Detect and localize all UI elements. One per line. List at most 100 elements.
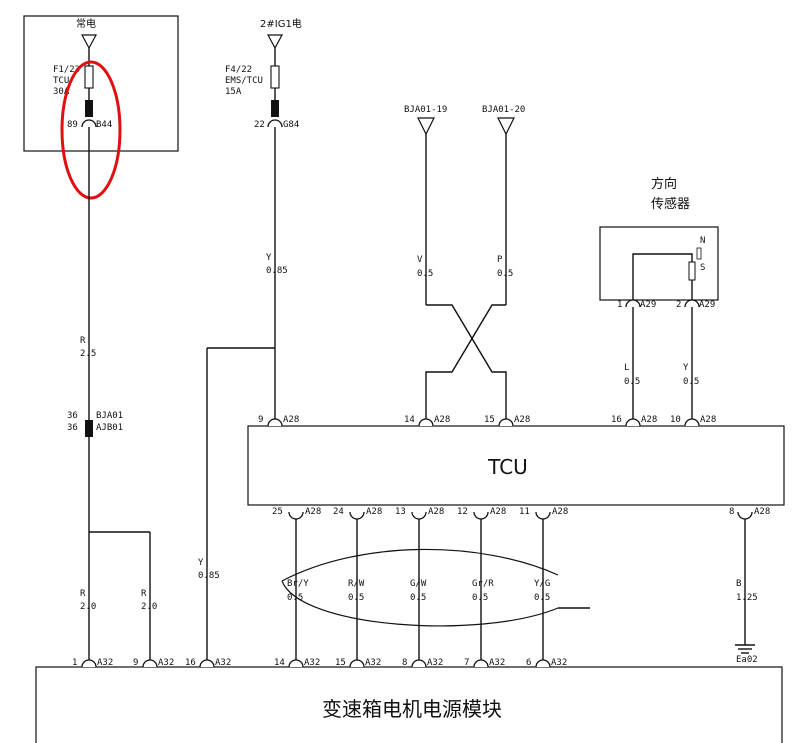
tcu-bottom-pin-num: 12 (457, 507, 468, 517)
module-pin: 15 A32 (335, 658, 381, 668)
tcu-bottom-pin: 24 A28 (333, 507, 382, 520)
module-pin-conn: A32 (304, 658, 320, 668)
sensor-s: S (700, 263, 705, 273)
sensor-title-1: 方向 (651, 176, 677, 192)
module-pin: 9 A32 (133, 658, 174, 668)
twisted-bundle-icon (281, 548, 559, 582)
connector-icon (85, 420, 93, 437)
conn-num-bottom: 36 (67, 423, 78, 433)
bja-left-arrow-icon (417, 117, 435, 136)
wire-gr-r-color: Gr/R (472, 579, 494, 589)
tcu-top-pin-conn: A28 (641, 415, 657, 425)
module-pin-num: 6 (526, 658, 531, 668)
module-pin-num: 15 (335, 658, 346, 668)
module-pin-num: 1 (72, 658, 77, 668)
wire-b-size: 1.25 (736, 593, 758, 603)
tcu-bottom-pin-num: 13 (395, 507, 406, 517)
sensor-box (599, 226, 719, 301)
tcu-label: TCU (487, 455, 528, 479)
wire-b-color: B (736, 579, 741, 589)
wire-br-y-color: Br/Y (287, 579, 309, 589)
fuse2-line3: 15A (225, 87, 242, 97)
tcu-bottom-pin-conn: A28 (366, 507, 382, 517)
pin-g84-icon (267, 119, 283, 128)
wire-r-right-color: R (141, 589, 147, 599)
wire-p-size: 0.5 (497, 269, 513, 279)
module-pin-conn: A32 (427, 658, 443, 668)
module-pin: 8 A32 (402, 658, 443, 668)
wire-v-size: 0.5 (417, 269, 433, 279)
module-pin-num: 9 (133, 658, 138, 668)
wire-ig-y-size: 0.85 (266, 266, 288, 276)
tcu-bottom-pin-conn: A28 (305, 507, 321, 517)
module-pin-conn: A32 (158, 658, 174, 668)
tcu-bottom-pin: 8 A28 (729, 507, 770, 520)
sensor-pin-2-num: 2 (676, 300, 681, 310)
ground-label: Ea02 (736, 655, 758, 665)
fuse2-icon (270, 65, 280, 89)
module-pin-num: 16 (185, 658, 196, 668)
module-pin-conn: A32 (97, 658, 113, 668)
conn-bja01: BJA01 (96, 411, 123, 421)
wire-main-r-size: 2.5 (80, 349, 96, 359)
conn-ajb01: AJB01 (96, 423, 123, 433)
tcu-top-pin: 10 A28 (670, 415, 716, 427)
fuse-icon (84, 65, 94, 89)
wire-r-w-color: R/W (348, 579, 365, 589)
wire-g-w-size: 0.5 (410, 593, 426, 603)
wire-gr-r-size: 0.5 (472, 593, 488, 603)
tcu-top-pin: 9 A28 (258, 415, 299, 427)
tcu-top-pin-num: 16 (611, 415, 622, 425)
tcu-top-pin: 16 A28 (611, 415, 657, 427)
chang-dian-label: 常电 (76, 17, 96, 30)
tcu-top-pin-conn: A28 (283, 415, 299, 425)
wire-y-g-color: Y/G (534, 579, 550, 589)
wire-y-module-size: 0.85 (198, 571, 220, 581)
tcu-bottom-pin-num: 8 (729, 507, 734, 517)
wire-ig-y-color: Y (266, 253, 272, 263)
sensor-pin-2-conn: A29 (699, 300, 715, 310)
tcu-bottom-pin: 13 A28 (395, 507, 444, 520)
wire-g-w-color: G/W (410, 579, 427, 589)
tcu-top-pin-conn: A28 (434, 415, 450, 425)
pin-b44: B44 (96, 120, 112, 130)
wire-y-sensor-size: 0.5 (683, 377, 699, 387)
bja-right-label: BJA01-20 (482, 105, 525, 115)
module-pin-num: 7 (464, 658, 469, 668)
wire-y-g-size: 0.5 (534, 593, 550, 603)
tcu-bottom-pin-conn: A28 (490, 507, 506, 517)
ig1-label: 2#IG1电 (260, 17, 302, 30)
wire-r-left-size: 2.0 (80, 602, 96, 612)
wire-y-sensor-color: Y (683, 363, 689, 373)
tcu-top-pin-conn: A28 (700, 415, 716, 425)
tcu-bottom-pin-num: 25 (272, 507, 283, 517)
fuse1-line3: 30A (53, 87, 70, 97)
module-pin-num: 14 (274, 658, 285, 668)
wire-l-color: L (624, 363, 629, 373)
sensor-pin-1-num: 1 (617, 300, 622, 310)
module-pin-conn: A32 (489, 658, 505, 668)
tcu-top-pin-conn: A28 (514, 415, 530, 425)
fuse-terminal-icon (85, 100, 93, 117)
module-pin-conn: A32 (365, 658, 381, 668)
tcu-top-pin-num: 9 (258, 415, 263, 425)
tcu-bottom-pin: 12 A28 (457, 507, 506, 520)
wire-r-left-color: R (80, 589, 86, 599)
module-pin-conn: A32 (215, 658, 231, 668)
wire-v-color: V (417, 255, 423, 265)
module-label: 变速箱电机电源模块 (322, 697, 502, 721)
tcu-top-pin-num: 15 (484, 415, 495, 425)
module-pin: 6 A32 (526, 658, 567, 668)
tcu-bottom-pin-conn: A28 (754, 507, 770, 517)
tcu-bottom-pin-num: 24 (333, 507, 344, 517)
module-pin-conn: A32 (551, 658, 567, 668)
pin-89: 89 (67, 120, 78, 130)
sensor-resistor-icon (688, 261, 696, 281)
sensor-magnet-icon (696, 247, 702, 260)
wire-p-color: P (497, 255, 503, 265)
pin-sensor-2-icon (684, 299, 700, 308)
tcu-top-pin: 14 A28 (404, 415, 450, 427)
tcu-top-pin-num: 14 (404, 415, 415, 425)
tcu-bottom-pin-conn: A28 (428, 507, 444, 517)
